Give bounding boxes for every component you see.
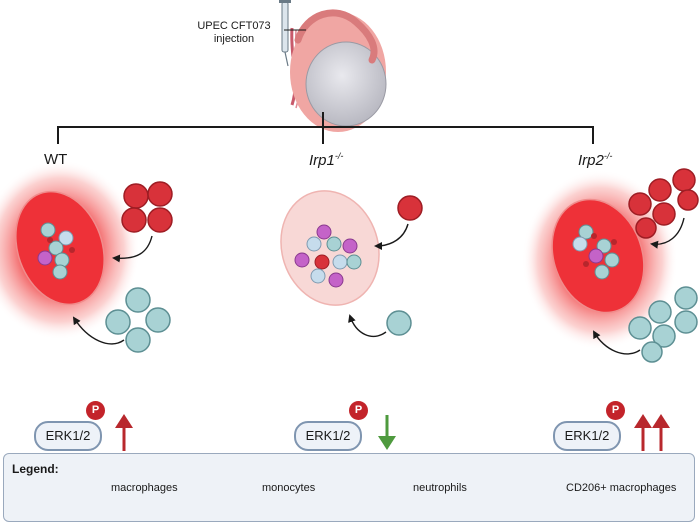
group-name-irp2: Irp2 — [578, 152, 604, 169]
wt-monocyte-arrow — [112, 235, 153, 263]
group-tree — [57, 112, 594, 144]
irp1-trend-arrow-down — [378, 415, 396, 450]
legend-box: Legend: macrophages monocytes neutrophil… — [3, 453, 695, 522]
irp1-testis — [280, 190, 380, 306]
irp2-monocyte-arrow — [650, 217, 685, 249]
group-name-wt: WT — [44, 151, 68, 168]
wt-neutrophil-cluster — [105, 287, 171, 353]
irp2-trend-arrows-double-up — [634, 414, 670, 451]
wt-monocyte-cluster — [121, 181, 173, 233]
irp2-testis-cells — [572, 224, 620, 280]
injection-label: UPEC CFT073 injection — [186, 20, 282, 46]
phospho-badge-wt: P — [86, 401, 105, 420]
legend-label-neutrophils: neutrophils — [413, 482, 467, 494]
testis-illustration — [290, 9, 387, 132]
legend-title: Legend: — [12, 462, 59, 476]
irp2-monocyte-cluster — [628, 168, 699, 239]
legend-label-monocytes: monocytes — [262, 482, 316, 494]
erk-capsule-irp2: ERK1/2 — [553, 421, 621, 451]
group-label-irp2: Irp2-/- — [578, 151, 612, 169]
irp1-monocyte — [397, 195, 423, 221]
irp1-neutrophil-arrow — [348, 314, 387, 337]
erk-capsule-irp1: ERK1/2 — [294, 421, 362, 451]
group-label-wt: WT — [44, 151, 67, 168]
phospho-badge-irp1: P — [349, 401, 368, 420]
wt-trend-arrow-up — [115, 414, 133, 451]
irp1-neutrophil — [386, 310, 412, 336]
injection-line2: injection — [213, 33, 255, 45]
injection-line1: UPEC CFT073 — [197, 20, 271, 32]
irp2-neutrophil-arrow — [593, 330, 641, 355]
irp1-testis-cells — [294, 224, 362, 288]
erk-capsule-wt: ERK1/2 — [34, 421, 102, 451]
group-superscript-irp2: -/- — [603, 151, 613, 161]
irp2-neutrophil-cluster — [628, 286, 698, 363]
irp1-monocyte-arrow — [374, 223, 409, 250]
group-name-irp1: Irp1 — [309, 152, 335, 169]
syringe-icon — [279, 0, 291, 67]
group-label-irp1: Irp1-/- — [309, 151, 343, 169]
legend-label-macrophages: macrophages — [111, 482, 178, 494]
phospho-badge-irp2: P — [606, 401, 625, 420]
wt-neutrophil-arrow — [72, 316, 125, 345]
legend-label-cd206-macrophages: CD206+ macrophages — [566, 482, 677, 494]
wt-testis — [0, 160, 140, 340]
group-superscript-irp1: -/- — [334, 151, 344, 161]
wt-testis-cells — [37, 222, 75, 280]
